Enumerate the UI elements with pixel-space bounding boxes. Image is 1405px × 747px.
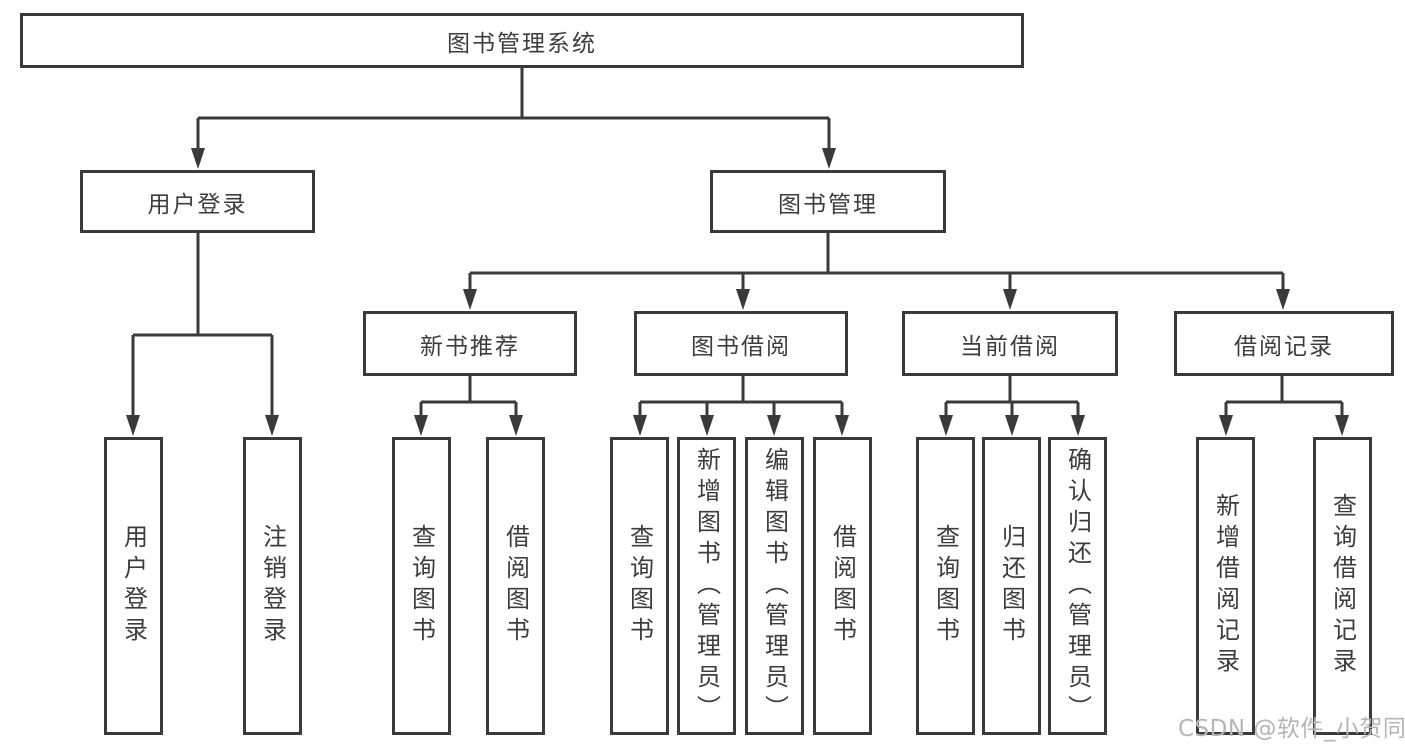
arrow-down-icon — [939, 415, 953, 436]
arrow-down-icon — [414, 415, 428, 436]
node-new-book-recommend: 新书推荐 — [363, 311, 577, 376]
node-cb-confirm-return-admin: 确认归还（管理员） — [1048, 437, 1107, 735]
node-bb-add-books-admin: 新增图书（管理员） — [677, 437, 736, 735]
csdn-watermark: CSDN @软件_小贺同学 — [1178, 716, 1405, 742]
node-bb-query-books: 查询图书 — [610, 437, 669, 735]
arrow-down-icon — [191, 148, 205, 169]
arrow-down-icon — [463, 289, 477, 310]
node-bb-borrow-books: 借阅图书 — [813, 437, 872, 735]
node-nbr-query-books: 查询图书 — [392, 437, 451, 735]
arrow-down-icon — [1335, 415, 1349, 436]
node-cb-return-books: 归还图书 — [982, 437, 1041, 735]
node-current-borrowing: 当前借阅 — [902, 311, 1118, 376]
connector-user-login-split — [131, 233, 274, 421]
arrow-down-icon — [1003, 289, 1017, 310]
arrow-down-icon — [736, 289, 750, 310]
node-book-management: 图书管理 — [710, 170, 946, 233]
node-borrowing-records: 借阅记录 — [1174, 311, 1394, 376]
arrow-down-icon — [265, 415, 279, 436]
node-cb-query-books: 查询图书 — [916, 437, 975, 735]
connector-new-book-split — [419, 376, 518, 421]
node-br-query-record: 查询借阅记录 — [1313, 437, 1372, 735]
node-br-add-record: 新增借阅记录 — [1196, 437, 1255, 735]
connector-book-borrow-split — [638, 376, 844, 421]
arrow-down-icon — [126, 415, 140, 436]
node-user-login-action: 用户登录 — [104, 437, 163, 735]
connector-borrow-record-split — [1224, 376, 1344, 421]
arrow-down-icon — [822, 148, 836, 169]
arrow-down-icon — [1276, 289, 1290, 310]
arrow-down-icon — [1071, 415, 1085, 436]
node-logout: 注销登录 — [243, 437, 302, 735]
arrow-down-icon — [835, 415, 849, 436]
node-user-login: 用户登录 — [80, 170, 315, 233]
arrow-down-icon — [1219, 415, 1233, 436]
connector-book-management-split — [468, 233, 1285, 295]
connector-root-split — [196, 68, 831, 154]
arrow-down-icon — [700, 415, 714, 436]
arrow-down-icon — [767, 415, 781, 436]
arrow-down-icon — [1005, 415, 1019, 436]
connector-current-borrow-split — [944, 376, 1080, 421]
arrow-down-icon — [633, 415, 647, 436]
node-library-system: 图书管理系统 — [20, 13, 1024, 68]
arrowheads-layer — [126, 148, 1349, 436]
arrow-down-icon — [509, 415, 523, 436]
node-book-borrowing: 图书借阅 — [634, 311, 848, 376]
node-bb-edit-books-admin: 编辑图书（管理员） — [745, 437, 804, 735]
node-nbr-borrow-books: 借阅图书 — [486, 437, 545, 735]
